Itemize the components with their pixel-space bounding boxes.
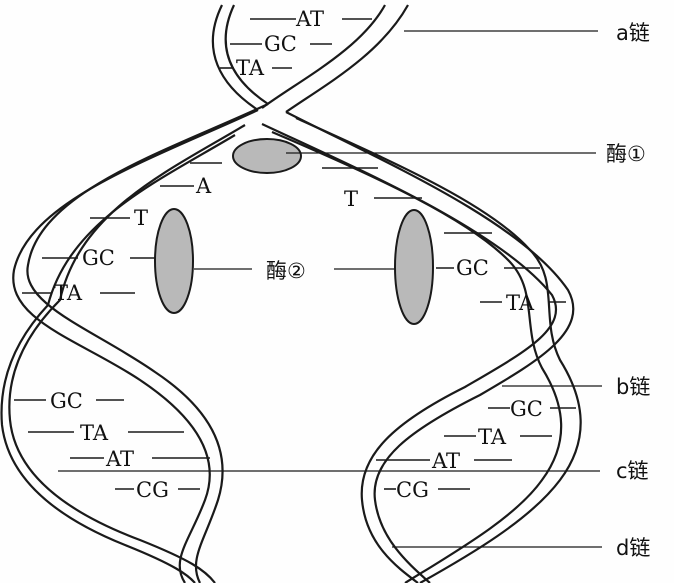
parental-strand-right-outer [261, 4, 386, 109]
right-strand-4 [271, 130, 563, 583]
label-enzyme-1: 酶① [606, 142, 646, 166]
left-strand-4 [0, 134, 236, 583]
label-d-chain: d链 [616, 536, 650, 560]
enzyme-2-right-shape [394, 209, 434, 325]
bp-left-a: A [195, 174, 212, 198]
right-strand-3 [295, 116, 582, 583]
bp-left-cg: CG [136, 478, 169, 502]
bp-right-gc-2: GC [510, 397, 543, 421]
right-strand-1 [285, 111, 575, 583]
bp-ta-top: TA [236, 56, 265, 80]
label-a-chain: a链 [616, 21, 650, 45]
parental-helix: AT GC TA [211, 4, 409, 113]
left-strand-1 [12, 109, 259, 583]
bp-right-ta-2: TA [478, 425, 507, 449]
bp-right-ta: TA [506, 291, 535, 315]
bp-gc-top: GC [264, 32, 297, 56]
label-b-chain: b链 [616, 375, 650, 399]
bp-right-at: AT [431, 449, 460, 473]
parental-strand-left-inner [224, 4, 269, 105]
label-c-chain: c链 [616, 459, 649, 483]
left-strand-2 [26, 103, 269, 583]
label-enzyme-2: 酶② [266, 259, 306, 283]
bp-right-cg: CG [396, 478, 429, 502]
bp-left-ta-2: TA [80, 421, 109, 445]
bp-left-t: T [134, 206, 148, 230]
bp-at-top: AT [295, 7, 324, 31]
bp-right-gc: GC [456, 256, 489, 280]
enzyme-1-shape [232, 138, 302, 174]
bp-left-gc-2: GC [50, 389, 83, 413]
enzyme-2-left-shape [154, 208, 194, 314]
bp-left-ta: TA [54, 281, 83, 305]
parental-strand-right-inner [285, 4, 409, 113]
bp-left-at: AT [105, 447, 134, 471]
bp-left-gc: GC [82, 246, 115, 270]
parental-strand-left-outer [211, 4, 259, 111]
right-strand-2 [261, 123, 558, 583]
left-daughter-helix: A T GC TA GC TA AT CG [0, 103, 269, 583]
right-daughter-helix: T GC TA GC TA AT CG [261, 111, 582, 583]
bp-right-t: T [344, 187, 358, 211]
